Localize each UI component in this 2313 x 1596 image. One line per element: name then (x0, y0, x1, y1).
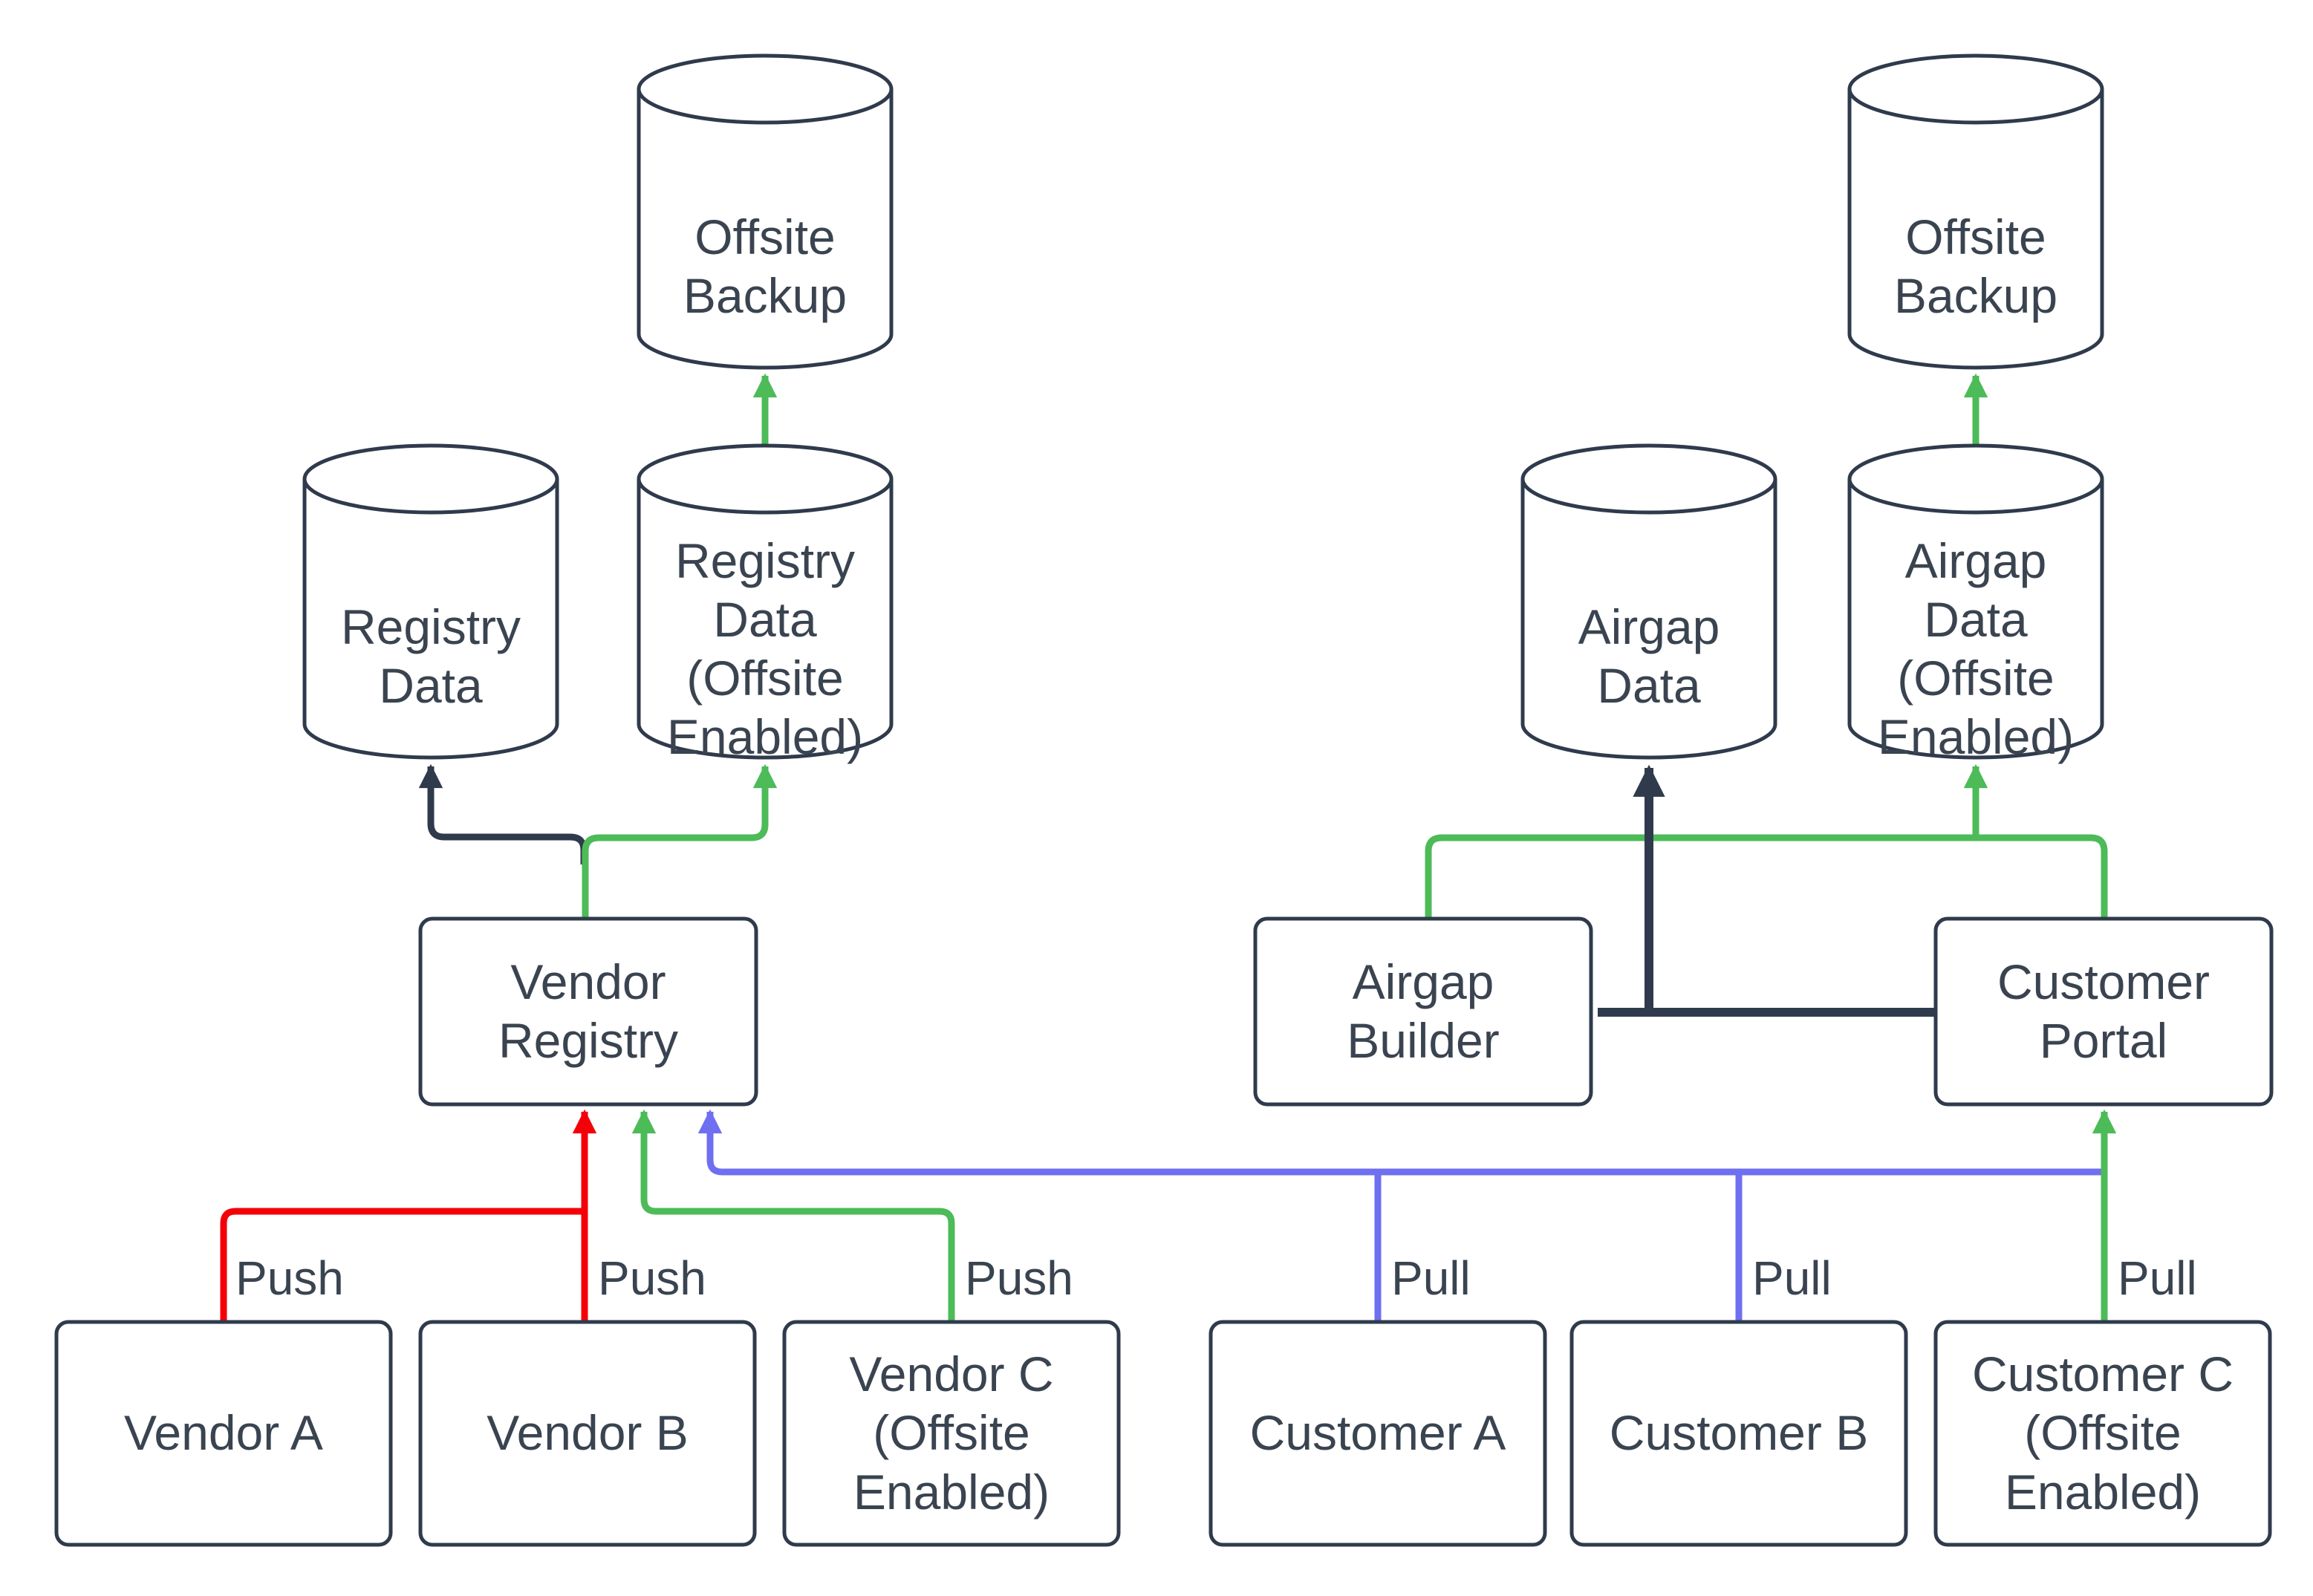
offsite-backup-left-cylinder (637, 53, 894, 370)
airgap-builder-box (1253, 916, 1593, 1107)
customer-portal-box (1933, 916, 2274, 1107)
edge-push-vendor-c (631, 1109, 955, 1322)
edge-vendor-registry-to-registry-data-offsite (582, 763, 778, 919)
registry-data-offsite-cylinder (637, 443, 894, 760)
edge-pull-main-to-vendor-registry (697, 1109, 2104, 1176)
vendor-a-box (54, 1320, 393, 1547)
vendor-c-box (782, 1320, 1121, 1547)
edge-push-vendor-a (220, 1208, 586, 1322)
offsite-backup-right-cylinder (1847, 53, 2104, 370)
edge-vendor-registry-to-registry-data (418, 763, 588, 864)
vendor-b-box (418, 1320, 757, 1547)
airgap-data-offsite-cylinder (1847, 443, 2104, 760)
customer-a-box (1208, 1320, 1547, 1547)
edge-green-builder-portal-rail (1425, 834, 2108, 919)
customer-b-box (1569, 1320, 1908, 1547)
airgap-data-cylinder (1520, 443, 1777, 760)
customer-c-box (1933, 1320, 2272, 1547)
vendor-registry-box (418, 916, 758, 1107)
registry-data-cylinder (302, 443, 559, 760)
